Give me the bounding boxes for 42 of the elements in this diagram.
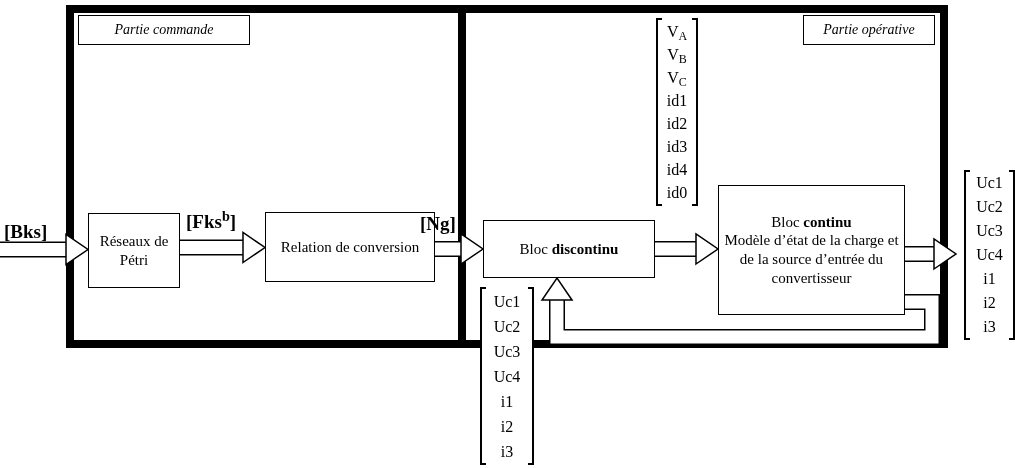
vector-entry: V$_{B}$ [667,45,687,66]
box-label: Partie opérative [823,21,915,39]
block-arrow [540,276,940,345]
vector-entry: Uc1 [493,291,521,312]
vector-entry: Uc3 [976,221,1003,241]
box-label: Réseaux de Pétri [98,231,170,270]
box-label: Modèle d’état de la charge et de la source d’entrée du convertisseur [723,231,900,288]
panel-frame [66,5,466,348]
block-arrow [655,232,720,266]
process-box [88,213,180,288]
box-label: Partie commande [114,21,214,39]
vector-entry: i2 [500,416,514,437]
vector-entry: id1 [666,91,688,111]
vector-entry: Uc2 [493,316,521,337]
vector-entry: Uc4 [976,245,1003,265]
signal-label: [Fks$^{b}$] [186,212,237,231]
vector-entry: i3 [500,441,514,462]
vector-entry: i1 [983,269,996,289]
vector-entry: V$_{C}$ [667,68,687,89]
block-arrow [435,232,485,266]
vector-entry: i1 [500,391,514,412]
vector-entry: id0 [666,183,688,203]
vector-entry: id3 [666,137,688,157]
box-label: Bloc continu [771,212,852,232]
vector-entry: i3 [983,317,996,337]
heading-box [803,15,935,45]
vector-entry: i2 [983,293,996,313]
vector-entry: Uc1 [976,173,1003,193]
vector-entry: id4 [666,160,688,180]
block-arrow [0,233,90,266]
vector-entry: id2 [666,114,688,134]
vector-entry: Uc3 [493,341,521,362]
signal-label: [Bks] [4,222,48,241]
box-label: Relation de conversion [280,237,420,257]
box-label: Bloc discontinu [519,239,619,259]
process-box [718,185,905,315]
heading-box [78,15,250,45]
block-arrow [180,231,267,264]
vector-entry: Uc2 [976,197,1003,217]
vector-entry: V$_{A}$ [666,22,688,43]
vector-entry: Uc4 [493,366,521,387]
block-arrow [905,237,958,271]
